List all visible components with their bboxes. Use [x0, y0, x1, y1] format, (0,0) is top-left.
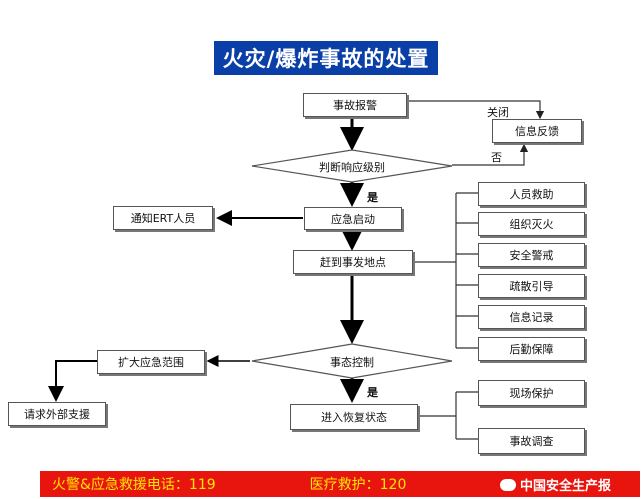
- action-evacuation: 疏散引导: [478, 274, 585, 298]
- action-logistics: 后勤保障: [478, 337, 585, 361]
- watermark-text: 中国安全生产报: [520, 479, 612, 494]
- recovery-scene-protection: 现场保护: [478, 380, 585, 406]
- action-security: 安全警戒: [478, 243, 585, 267]
- arrow-report-feedback: [406, 100, 545, 120]
- action-rescue: 人员救助: [478, 182, 585, 206]
- recovery-investigation: 事故调查: [478, 428, 585, 454]
- close-label: 关闭: [487, 106, 509, 119]
- page-title: 火灾/爆炸事故的处置: [214, 41, 438, 75]
- notify-box: 通知ERT人员: [113, 206, 213, 230]
- goto-box: 赶到事发地点: [293, 250, 413, 274]
- action-firefighting: 组织灭火: [478, 212, 585, 236]
- medical-phone-text: 医疗救护：120: [309, 477, 407, 493]
- recovery-bracket: [417, 391, 478, 440]
- arrow-judge-feedback: [452, 143, 529, 166]
- report-box: 事故报警: [303, 93, 407, 117]
- expand-box: 扩大应急范围: [97, 350, 205, 374]
- feedback-box: 信息反馈: [492, 119, 582, 143]
- actions-bracket: [412, 192, 478, 349]
- fire-phone-text: 火警&应急救援电话：119: [52, 477, 216, 493]
- action-record: 信息记录: [478, 305, 585, 329]
- judge-label: 判断响应级别: [319, 161, 385, 174]
- arrow-expand-external: [48, 360, 98, 402]
- control-diamond: [251, 343, 453, 379]
- wechat-icon: [500, 478, 516, 491]
- watermark: 中国安全生产报: [500, 475, 611, 494]
- no-label: 否: [491, 151, 502, 164]
- control-label: 事态控制: [330, 356, 374, 369]
- external-box: 请求外部支援: [8, 402, 106, 426]
- recover-box: 进入恢复状态: [290, 404, 418, 430]
- start-box: 应急启动: [304, 207, 402, 230]
- footer-bar: 火警&应急救援电话：119 医疗救护：120: [40, 471, 640, 497]
- yes-label-1: 是: [367, 191, 378, 204]
- judge-diamond: [251, 149, 453, 183]
- yes-label-2: 是: [367, 386, 378, 399]
